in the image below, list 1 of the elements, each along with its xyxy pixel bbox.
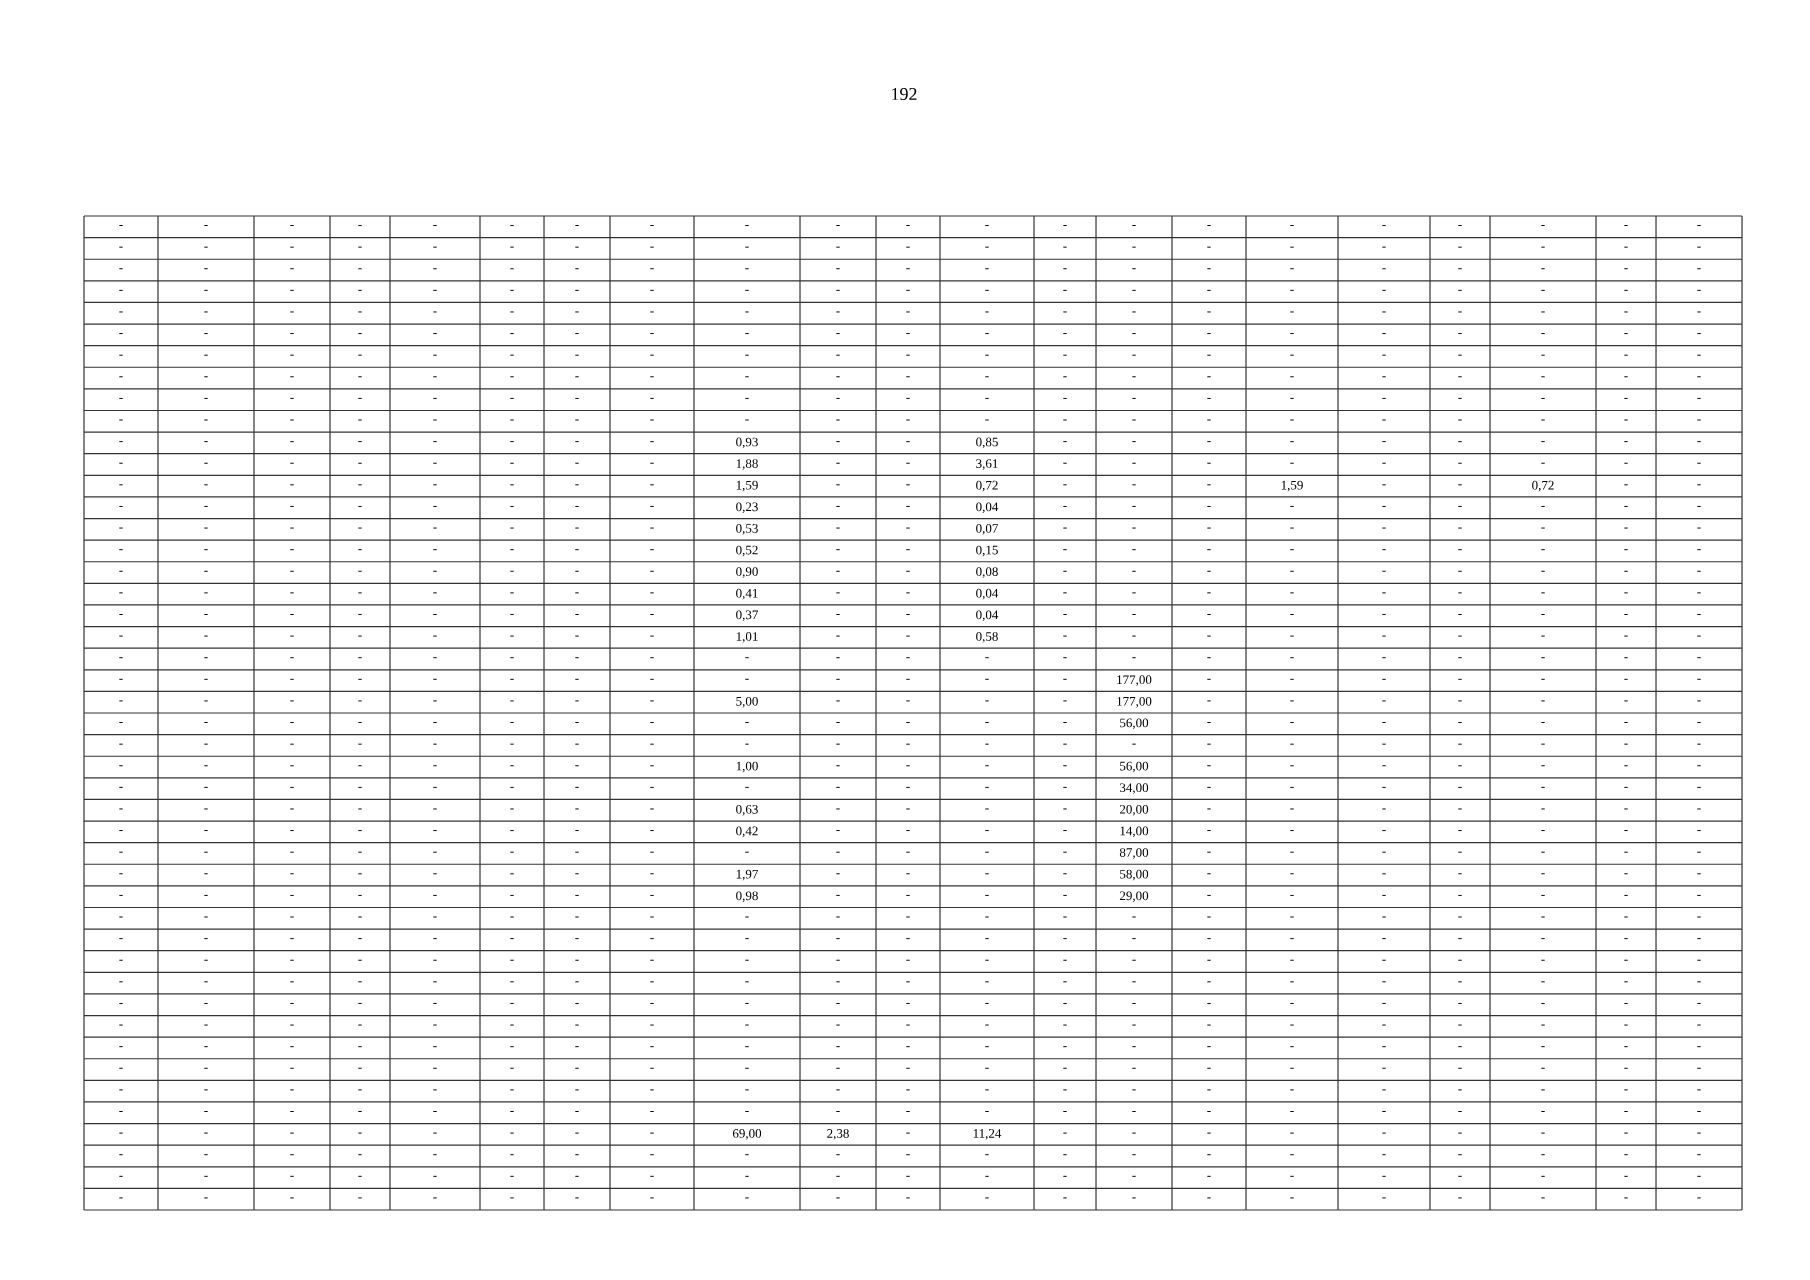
- page-number: 192: [892, 87, 917, 101]
